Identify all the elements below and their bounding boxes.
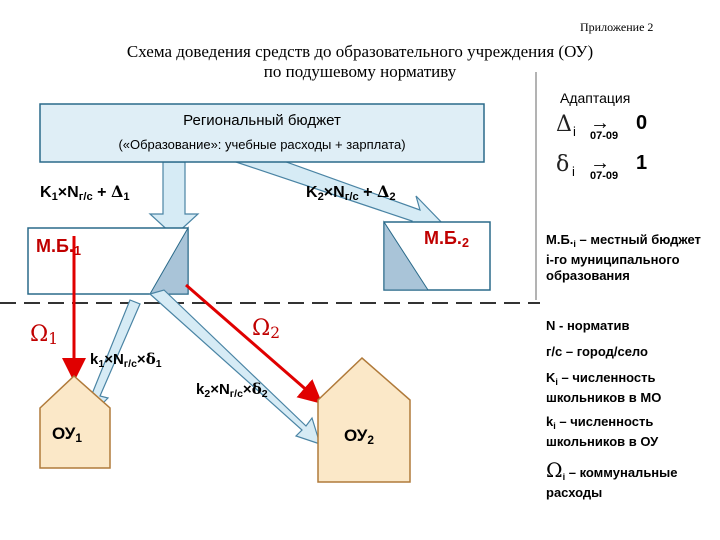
ou2-label: ОУ2 xyxy=(344,426,374,447)
mb2-triangle xyxy=(383,220,429,291)
regional-budget-title: Региональный бюджет xyxy=(183,112,341,129)
adaptation-row-small-delta: δ i → 07-09 1 xyxy=(556,152,648,182)
legend-town-village: г/с – город/село xyxy=(546,344,648,359)
legend-ki-ou: ki – численность школьников в ОУ xyxy=(546,414,659,449)
ou2-house-shape xyxy=(317,356,411,483)
regional-budget-subtitle: («Образование»: учебные расходы + зарпла… xyxy=(118,137,406,152)
mb1-label: М.Б.1 xyxy=(36,236,81,258)
mb1-to-ou2-arrow xyxy=(148,289,321,445)
budget-to-mb1-arrow xyxy=(148,161,200,237)
omega2-label: Ω2 xyxy=(252,316,281,342)
adaptation-title: Адаптация xyxy=(560,90,631,106)
k1-formula: K1×Nг/с + Δ1 xyxy=(40,182,130,203)
k2-formula: K2×Nг/с + Δ2 xyxy=(306,182,396,203)
scheme-title-line1: Схема доведения средств до образовательн… xyxy=(126,42,594,61)
k1-school-formula: k1×Nг/с×δ1 xyxy=(90,350,162,370)
ou1-house-shape xyxy=(39,374,111,469)
legend-omega: Ωi – коммунальные расходы xyxy=(546,458,678,500)
legend-mb: М.Б.i – местный бюджет i-го муниципально… xyxy=(546,232,701,283)
scheme-title-line2: по подушевому нормативу xyxy=(263,62,457,81)
regional-budget-box-shape xyxy=(39,103,485,163)
appendix-label: Приложение 2 xyxy=(580,20,654,34)
omega1-label: Ω1 xyxy=(30,322,59,348)
ou1-label: ОУ1 xyxy=(52,424,82,445)
mb2-label: М.Б.2 xyxy=(424,228,469,250)
legend-ki-mo: Ki – численность школьников в МО xyxy=(546,370,662,405)
omega2-red-arrow xyxy=(185,283,323,404)
legend-norm: N - норматив xyxy=(546,318,630,333)
adaptation-row-delta: Δ i → 07-09 0 xyxy=(556,112,648,142)
k2-school-formula: k2×Nг/с×δ2 xyxy=(196,380,268,400)
